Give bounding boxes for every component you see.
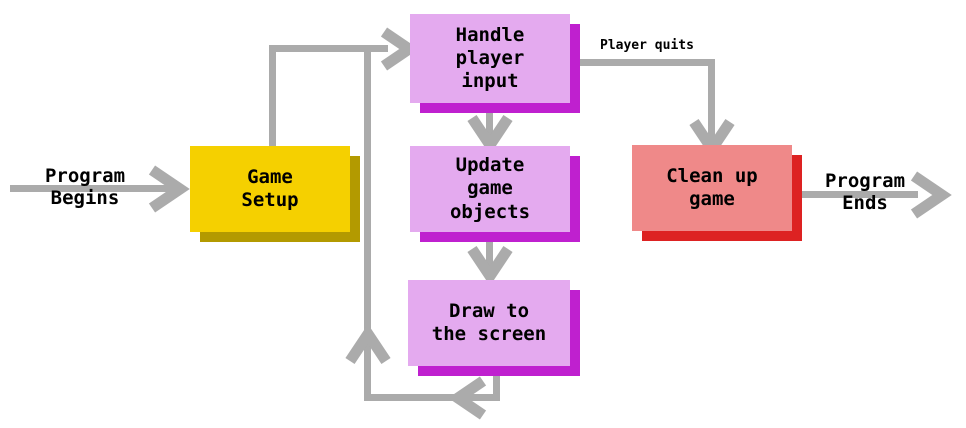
edge-label-program-ends: Program Ends bbox=[824, 170, 906, 215]
arrowhead-loop-left bbox=[448, 376, 487, 420]
arrowhead-cleanup-to-end bbox=[910, 171, 952, 219]
edge-label-program-begins: Program Begins bbox=[44, 165, 126, 210]
node-clean-up-game[interactable]: Clean up game bbox=[632, 145, 792, 231]
edge-loop-bottom-horizontal bbox=[364, 394, 500, 401]
arrowhead-start-to-setup bbox=[148, 165, 190, 213]
node-handle-player-input[interactable]: Handle player input bbox=[410, 14, 570, 103]
edge-loop-vertical-up bbox=[364, 45, 371, 401]
edge-handle-to-update-line bbox=[486, 103, 493, 137]
edge-start-to-setup-line bbox=[10, 185, 178, 192]
arrowhead-handle-to-update bbox=[467, 114, 513, 155]
edge-player-quits-vertical bbox=[708, 59, 715, 145]
edge-setup-to-handle-vertical bbox=[269, 45, 276, 151]
node-draw-to-the-screen[interactable]: Draw to the screen bbox=[408, 280, 570, 366]
arrowhead-update-to-draw bbox=[467, 245, 513, 286]
arrowhead-setup-to-handle bbox=[380, 27, 419, 71]
edge-label-player-quits: Player quits bbox=[600, 38, 694, 53]
edge-player-quits-horizontal bbox=[578, 59, 715, 66]
node-update-game-objects[interactable]: Update game objects bbox=[410, 146, 570, 232]
node-game-setup[interactable]: Game Setup bbox=[190, 146, 350, 232]
edge-update-to-draw-line bbox=[486, 232, 493, 266]
edge-cleanup-to-end-line bbox=[800, 191, 918, 198]
edge-draw-to-loop-vertical bbox=[493, 366, 500, 401]
arrowhead-loop-up bbox=[345, 324, 391, 365]
edge-setup-to-handle-horizontal bbox=[269, 45, 388, 52]
